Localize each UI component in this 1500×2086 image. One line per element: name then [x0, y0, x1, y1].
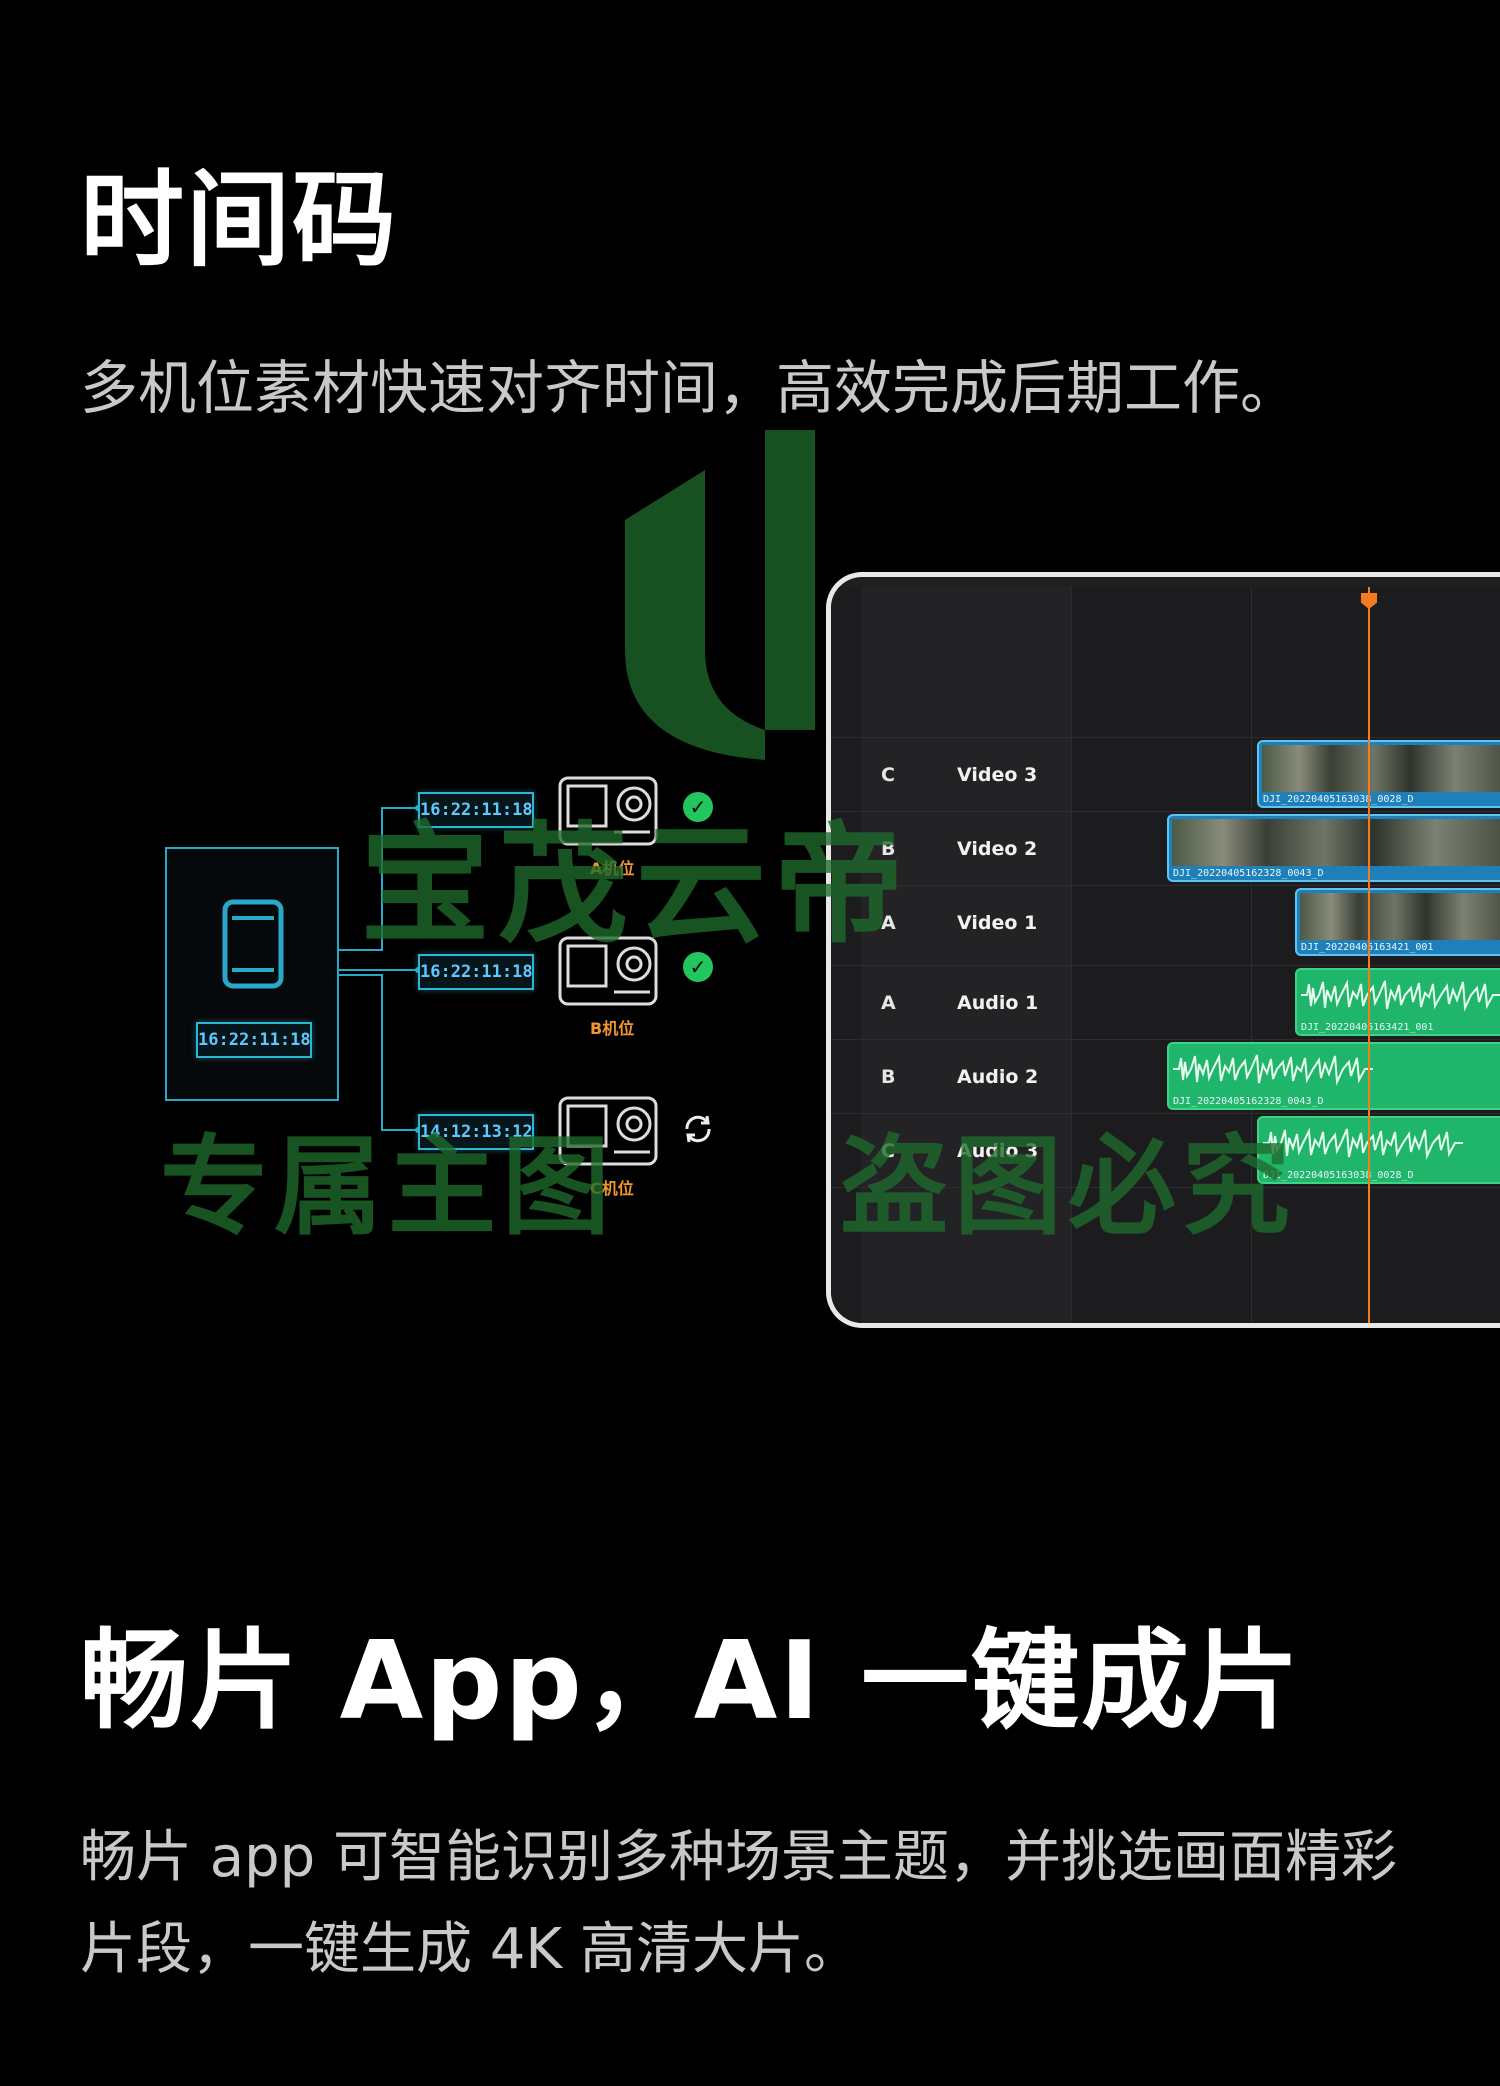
video-clip[interactable]: DJI_20220405163038_0028_D [1257, 740, 1500, 808]
sync-icon [685, 1115, 711, 1143]
video-clip[interactable]: DJI_20220405162328_0043_D [1167, 814, 1500, 882]
track-key: B [881, 838, 896, 860]
track-video-1[interactable]: A Video 1 DJI_20220405163421_001 [831, 885, 1500, 960]
track-name: Audio 3 [957, 1140, 1039, 1162]
clip-name: DJI_20220405162328_0043_D [1173, 1096, 1324, 1107]
track-audio-2[interactable]: B Audio 2 DJI_20220405162328_0043_D [831, 1039, 1500, 1114]
clip-name: DJI_20220405162328_0043_D [1173, 868, 1324, 879]
camera-b-label: B机位 [590, 1019, 635, 1038]
phone-icon [225, 902, 281, 986]
track-name: Audio 2 [957, 1066, 1039, 1088]
watermark-text: 专属主图 [160, 1125, 617, 1250]
audio-clip[interactable]: DJI_20220405163038_0028_D [1257, 1116, 1500, 1184]
track-header-column [861, 587, 1072, 1323]
track-audio-1[interactable]: A Audio 1 DJI_20220405163421_001 [831, 965, 1500, 1040]
track-key: B [881, 1066, 896, 1088]
section-title-timecode: 时间码 [80, 159, 399, 281]
track-key: C [881, 1140, 895, 1162]
camera-a-timecode: 16:22:11:18 [418, 792, 534, 828]
camera-c-label: C机位 [590, 1179, 634, 1198]
track-video-3[interactable]: C Video 3 DJI_20220405163038_0028_D [831, 737, 1500, 812]
camera-b-timecode: 16:22:11:18 [418, 954, 534, 990]
section-title-app: 畅片 App，AI 一键成片 [80, 1619, 1302, 1744]
camera-a-icon [558, 776, 658, 846]
watermark-logo-icon [625, 430, 815, 760]
watermark-text: 盗图必究 [840, 1125, 1297, 1250]
track-name: Video 2 [957, 838, 1038, 860]
playhead-handle-icon[interactable] [1361, 593, 1377, 609]
section-subtitle-timecode: 多机位素材快速对齐时间，高效完成后期工作。 [80, 354, 1299, 422]
clip-name: DJI_20220405163038_0028_D [1263, 794, 1414, 805]
track-audio-3[interactable]: C Audio 3 DJI_20220405163038_0028_D [831, 1113, 1500, 1188]
playhead[interactable] [1368, 587, 1370, 1323]
track-name: Video 1 [957, 912, 1038, 934]
track-video-2[interactable]: B Video 2 DJI_20220405162328_0043_D [831, 811, 1500, 886]
track-key: A [881, 992, 896, 1014]
check-icon: ✓ [683, 792, 713, 822]
track-key: C [881, 764, 895, 786]
audio-clip[interactable]: DJI_20220405162328_0043_D [1167, 1042, 1500, 1110]
waveform [1301, 979, 1500, 1012]
camera-c-timecode: 14:12:13:12 [418, 1114, 534, 1150]
track-empty [831, 1187, 1500, 1262]
audio-clip[interactable]: DJI_20220405163421_001 [1295, 968, 1500, 1036]
camera-a-label: A机位 [590, 859, 635, 878]
waveform [1173, 1053, 1373, 1086]
clip-name: DJI_20220405163421_001 [1301, 942, 1433, 953]
timecode-sync-diagram: 16:22:11:18 16:22:11:18 16:22:11:18 14:1… [160, 770, 720, 1240]
clip-name: DJI_20220405163038_0028_D [1263, 1170, 1414, 1181]
video-editor-timeline: C Video 3 DJI_20220405163038_0028_D B Vi… [826, 572, 1500, 1328]
watermark-text: 宝茂云帝 [360, 809, 913, 961]
track-name: Video 3 [957, 764, 1038, 786]
check-icon: ✓ [683, 952, 713, 982]
video-clip[interactable]: DJI_20220405163421_001 [1295, 888, 1500, 956]
connector-lines [165, 805, 421, 1133]
camera-c-icon [558, 1096, 658, 1166]
section-subtitle-app: 畅片 app 可智能识别多种场景主题，并挑选画面精彩片段，一键生成 4K 高清大… [80, 1825, 1398, 1982]
track-key: A [881, 912, 896, 934]
waveform [1263, 1127, 1463, 1160]
track-name: Audio 1 [957, 992, 1039, 1014]
master-timecode: 16:22:11:18 [196, 1022, 312, 1058]
clip-name: DJI_20220405163421_001 [1301, 1022, 1433, 1033]
camera-b-icon [558, 936, 658, 1006]
